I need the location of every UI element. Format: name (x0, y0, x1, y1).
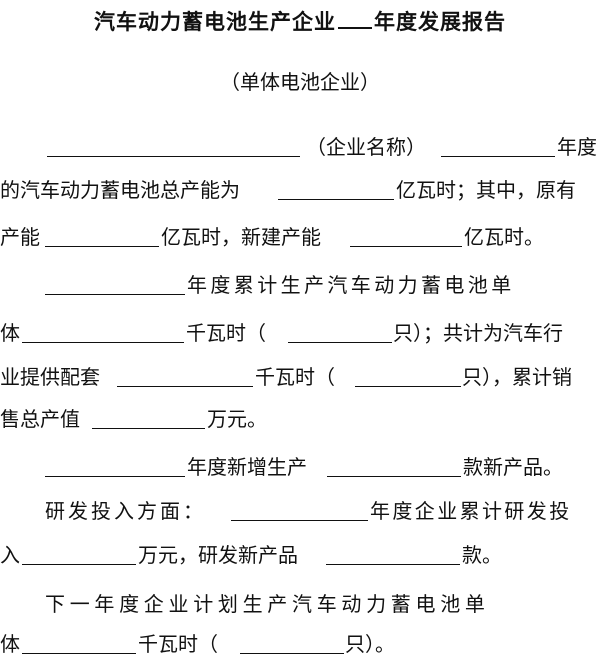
year-label: 年度 (557, 135, 597, 159)
unit-label-a: 亿瓦时；其中，原有 (396, 178, 576, 202)
p1-line-1: （企业名称） 年度 (0, 132, 600, 162)
p5-line-2: 体 千瓦时（ 只）。 (0, 629, 600, 659)
models-label: 款新产品。 (463, 455, 563, 479)
p1-line-2: 的汽车动力蓄电池总产能为 亿瓦时；其中，原有 (0, 175, 600, 205)
title-suffix: 年度发展报告 (374, 10, 506, 34)
p2-line-1: 年度累计生产汽车动力蓄电池单 (0, 270, 600, 300)
rd-amount-blank[interactable] (22, 564, 136, 565)
p2-line-4: 售总产值 万元。 (0, 404, 600, 434)
title-prefix: 汽车动力蓄电池生产企业 (94, 10, 336, 34)
supply-prefix-label: 业提供配套 (0, 365, 100, 389)
p3-line-1: 年度新增生产 款新产品。 (0, 452, 600, 482)
p4-line-1: 研发投入方面： 年度企业累计研发投 (0, 496, 600, 526)
kuan-label: 款。 (462, 543, 502, 567)
report-title: 汽车动力蓄电池生产企业 年度发展报告 (0, 6, 600, 36)
kwh-label-1: 千瓦时（ (186, 321, 266, 345)
new-capacity-blank[interactable] (350, 246, 462, 247)
total-capacity-blank[interactable] (278, 199, 394, 200)
production-kwh-blank[interactable] (22, 342, 184, 343)
output-value-label: 售总产值 (0, 407, 80, 431)
rd-cumulative-label: 年度企业累计研发投 (370, 499, 572, 523)
new-capacity-label: 亿瓦时，新建产能 (161, 225, 321, 249)
annual-production-label: 年度累计生产汽车动力蓄电池单 (187, 273, 515, 297)
kwh-label-2: 千瓦时（ (255, 365, 335, 389)
kwh-label-3: 千瓦时（ (138, 632, 218, 656)
next-year-plan-label: 下一年度企业计划生产汽车动力蓄电池单 (45, 592, 490, 616)
rd-input-label: 研发投入方面： (45, 499, 206, 523)
p2-line-2: 体 千瓦时（ 只）；共计为汽车行 (0, 318, 600, 348)
output-value-blank[interactable] (92, 428, 205, 429)
total-capacity-label: 的汽车动力蓄电池总产能为 (0, 178, 240, 202)
supply-kwh-blank[interactable] (117, 386, 253, 387)
body-char-2: 体 (0, 632, 20, 656)
body-char: 体 (0, 321, 20, 345)
existing-capacity-blank[interactable] (45, 246, 159, 247)
production-count-blank[interactable] (288, 342, 392, 343)
wan-yuan-label: 万元。 (207, 407, 267, 431)
rd-new-products-label: 万元，研发新产品 (138, 543, 298, 567)
input-char: 入 (0, 543, 20, 567)
sales-label: 只），累计销 (462, 365, 572, 389)
supply-label: 只）；共计为汽车行 (393, 321, 563, 345)
plan-kwh-blank[interactable] (22, 653, 136, 654)
company-name-blank[interactable] (47, 156, 300, 157)
year-field-blank[interactable] (441, 156, 555, 157)
supply-count-blank[interactable] (355, 386, 461, 387)
year-blank[interactable] (338, 27, 372, 29)
annual-year-blank[interactable] (45, 294, 185, 295)
rd-year-blank[interactable] (231, 520, 368, 521)
rd-products-count-blank[interactable] (326, 564, 460, 565)
company-name-label: （企业名称） (306, 135, 426, 159)
existing-capacity-label: 产能 (0, 225, 40, 249)
new-products-count-blank[interactable] (327, 476, 461, 477)
unit-label-c: 亿瓦时。 (464, 225, 544, 249)
p4-line-2: 入 万元，研发新产品 款。 (0, 540, 600, 570)
only-end-label: 只）。 (345, 632, 395, 656)
new-products-label: 年度新增生产 (187, 455, 307, 479)
p2-line-3: 业提供配套 千瓦时（ 只），累计销 (0, 362, 600, 392)
plan-count-blank[interactable] (240, 653, 344, 654)
report-subtitle: （单体电池企业） (220, 70, 380, 94)
p5-line-1: 下一年度企业计划生产汽车动力蓄电池单 (0, 589, 600, 619)
p1-line-3: 产能 亿瓦时，新建产能 亿瓦时。 (0, 222, 600, 252)
new-products-year-blank[interactable] (45, 476, 185, 477)
